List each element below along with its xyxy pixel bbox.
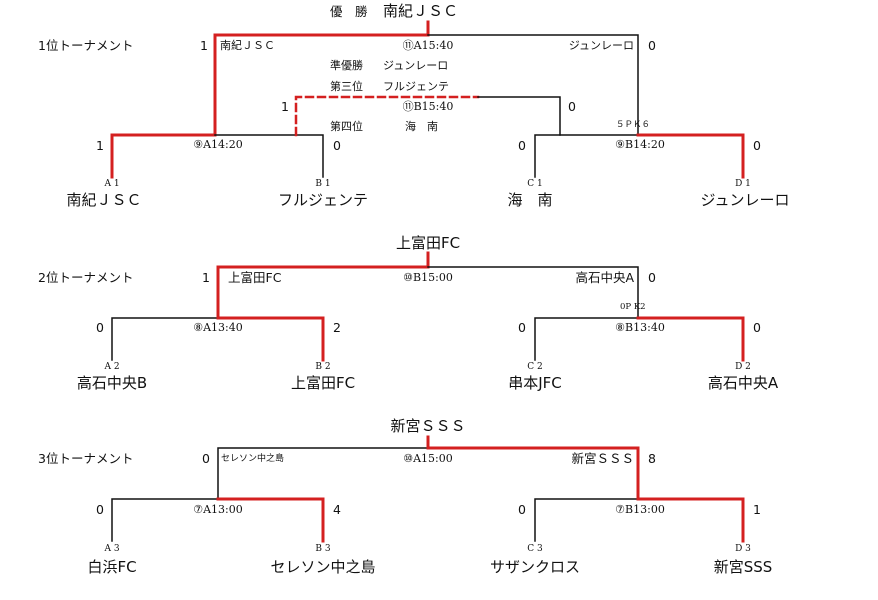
t3-team-b-name: セレソン中之島 [270,558,376,576]
t1-third-match: ⑪B15:40 [402,100,454,113]
t3-final-right [426,446,640,501]
t2-team-d-code: D 2 [735,362,751,372]
t3-team-d-code: D 3 [735,544,751,554]
t2-team-b-name: 上富田FC [290,374,356,392]
t2-semi-b-match: ⑧B13:40 [615,321,665,334]
t1-team-c-name: 海 南 [507,191,553,209]
bracket-2-lines [111,251,745,362]
t1-final-right [427,34,639,136]
t1-fourth-label: 第四位 [330,120,363,133]
t3-semi-a-match: ⑦A13:00 [193,503,243,516]
t3-semi-b-right-score: 1 [753,502,761,517]
t2-team-a-code: A 2 [104,362,120,372]
t1-champion: 南紀ＪＳＣ [383,2,459,20]
t2-final-right [427,266,639,319]
t1-semi-a-match: ⑨A14:20 [193,138,243,151]
t1-semi-b-right [636,133,745,179]
t1-final-match: ⑪A15:40 [402,39,454,52]
t3-semi-b-left-score: 0 [518,502,526,517]
t2-final-right-team: 高石中央A [575,270,634,285]
bracket-1-lines [110,20,745,179]
t1-fourth-value: 海 南 [405,120,438,133]
t1-final-right-score: 0 [648,38,656,53]
t1-team-a-name: 南紀ＪＳＣ [66,191,142,209]
t3-semi-a-right-score: 4 [333,502,341,517]
t3-team-b-code: B 3 [315,544,331,554]
t3-team-a-name: 白浜FC [87,558,137,576]
t1-tournament-name: 1位トーナメント [38,38,134,53]
t1-final-left-team: 南紀ＪＳＣ [220,39,275,52]
t1-semi-b-match: ⑨B14:20 [615,138,665,151]
t3-semi-b-match: ⑦B13:00 [615,503,665,516]
t1-team-d-code: D 1 [735,179,751,189]
t1-pk-note: ５ＰＫ６ [616,120,651,130]
t3-semi-a-left-score: 0 [96,502,104,517]
t1-final-right-team: ジュンレーロ [568,39,634,52]
t3-final-left [217,447,429,500]
t2-champion: 上富田FC [395,234,461,252]
t1-third-left-score: 1 [281,99,289,114]
t2-final-right-score: 0 [648,270,656,285]
t2-final-left [216,265,430,320]
t2-team-b-code: B 2 [315,362,331,372]
t2-semi-b-left-score: 0 [518,320,526,335]
t3-final-match: ⑩A15:00 [403,452,453,465]
t3-semi-a-left [111,498,219,542]
t2-semi-b-right-score: 0 [753,320,761,335]
t3-semi-b-right [636,497,745,543]
t3-team-d-name: 新宮SSS [713,558,773,576]
t1-third-right-score: 0 [568,99,576,114]
t2-semi-b-left [534,317,639,361]
t1-semi-b-right-score: 0 [753,138,761,153]
t1-team-b-code: B 1 [315,179,331,189]
t1-runnerup-label: 準優勝 [330,59,363,72]
t2-pk-note: 0P K2 [620,302,646,312]
t1-final-left [213,33,430,137]
t1-semi-a-left [110,133,217,179]
t1-semi-a-left-score: 1 [96,138,104,153]
t1-champion-prefix: 優 勝 [330,4,368,19]
t2-semi-a-left-score: 0 [96,320,104,335]
t3-final-left-score: 0 [202,451,210,466]
t1-semi-b-left [534,134,639,178]
t1-third-right [477,96,561,136]
t3-team-a-code: A 3 [104,544,120,554]
t1-semi-a-right [214,134,324,178]
t3-champion: 新宮ＳＳＳ [390,417,466,435]
t2-semi-b-right [636,316,745,362]
t1-team-c-code: C 1 [527,179,543,189]
t2-final-left-team: 上富田FC [228,270,282,285]
t3-team-c-name: サザンクロス [489,558,581,576]
t2-team-d-name: 高石中央A [707,374,779,392]
bracket-3-lines [111,435,745,543]
t3-semi-b-left [534,498,639,542]
t2-final-left-score: 1 [202,270,210,285]
t2-semi-a-right [216,316,325,362]
t1-third-label: 第三位 [330,80,363,93]
t1-semi-b-left-score: 0 [518,138,526,153]
t1-semi-a-right-score: 0 [333,138,341,153]
t2-team-a-name: 高石中央B [76,374,148,392]
t1-team-b-name: フルジェンテ [277,191,369,209]
t1-team-a-code: A 1 [104,179,120,189]
t3-final-right-score: 8 [648,451,656,466]
t1-final-left-score: 1 [200,38,208,53]
t3-tournament-name: 3位トーナメント [38,451,134,466]
t2-tournament-name: 2位トーナメント [38,270,134,285]
t3-final-left-team: セレソン中之島 [221,454,285,464]
t1-third-value: フルジェンテ [383,80,449,93]
t2-team-c-name: 串本JFC [508,374,562,392]
t2-semi-a-left [111,317,219,361]
t2-semi-a-right-score: 2 [333,320,341,335]
t1-team-d-name: ジュンレーロ [700,191,790,209]
t3-team-c-code: C 3 [527,544,543,554]
t3-final-right-team: 新宮ＳＳＳ [571,451,634,466]
t1-third-left [294,95,480,137]
t2-team-c-code: C 2 [527,362,543,372]
t1-runnerup-value: ジュンレーロ [383,59,449,72]
t2-semi-a-match: ⑧A13:40 [193,321,243,334]
t3-semi-a-right [216,497,325,543]
t2-final-match: ⑩B15:00 [403,271,453,284]
